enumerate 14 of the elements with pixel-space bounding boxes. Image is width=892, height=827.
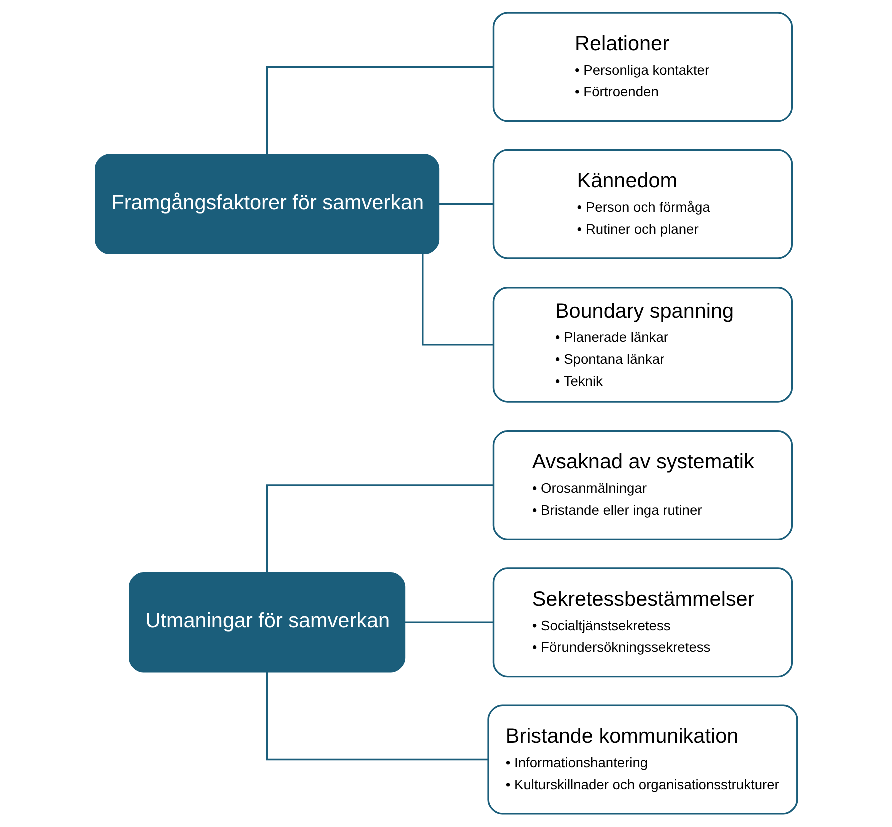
connector bbox=[422, 254, 494, 346]
node-box: Avsaknad av systematik • Orosanmälningar • Bristande eller inga rutiner bbox=[492, 430, 793, 541]
node-box: Utmaningar för samverkan bbox=[128, 572, 406, 673]
node-box: Relationer • Personliga kontakter • Förtroenden bbox=[492, 12, 793, 122]
connector bbox=[266, 484, 493, 573]
connector bbox=[404, 622, 494, 624]
connector bbox=[438, 203, 494, 206]
node-box: Framgångsfaktorer för samverkan bbox=[94, 154, 440, 254]
connector bbox=[266, 66, 493, 154]
node-box: Sekretessbestämmelser • Socialtjänstsekretess • Förundersökningssekretess bbox=[492, 568, 793, 678]
node-box: Bristande kommunikation • Informationshantering • Kulturskillnader och organisationsstrukturer bbox=[487, 704, 798, 815]
node-box: Kännedom • Person och förmåga • Rutiner och planer bbox=[492, 149, 793, 260]
connector bbox=[266, 672, 488, 761]
node-box: Boundary spanning • Planerade länkar • Spontana länkar • Teknik bbox=[492, 287, 793, 403]
